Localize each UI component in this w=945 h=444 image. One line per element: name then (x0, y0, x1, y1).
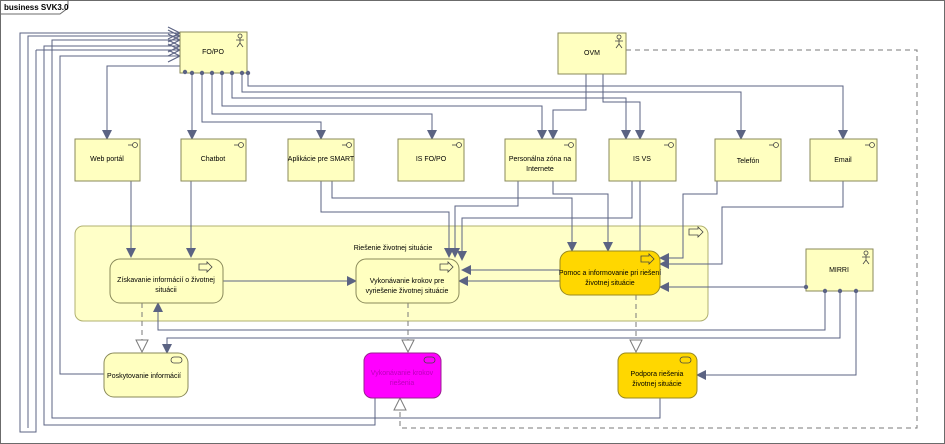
edge-mirri-ziskavanie (153, 291, 826, 331)
fopo-connection-dots (182, 69, 251, 76)
frame-tab (0, 0, 69, 15)
interface-isfopo-label: IS FO/PO (416, 156, 447, 163)
service-icon (170, 356, 183, 364)
edge-isvs-vykonavanie (457, 181, 633, 261)
interface-isvs-label: IS VS (633, 156, 651, 163)
edge-mirri-podpora (696, 291, 857, 380)
interface-apps-label: Aplikácie pre SMART (288, 156, 355, 163)
process-ziskavanie-label-1: Získavanie informácií o životnej (117, 277, 215, 284)
edge-mirri-poskytovanie (162, 291, 841, 354)
interface-pz-label-2: Internete (526, 166, 554, 173)
process-vykonavanie[interactable]: Vykonávanie krokov pre vyriešenie životn… (355, 258, 460, 304)
interface-web-label: Web portál (90, 156, 124, 163)
edge-fopo-telefon (241, 73, 746, 140)
edge-fopo-isvs (231, 73, 631, 140)
edge-fopo-isfopo (211, 73, 437, 140)
interface-web[interactable]: Web portál (74, 138, 141, 182)
edge-ovm-pz (548, 74, 587, 140)
actor-icon (862, 250, 870, 265)
interface-telefon-label: Telefón (737, 158, 760, 165)
service-magenta[interactable]: Vykonávanie krokov riešenia (363, 352, 442, 399)
service-magenta-label-2: riešenia (390, 380, 415, 387)
service-poskytovanie-label: Poskytovanie informácií (107, 373, 181, 380)
interface-email[interactable]: Email (809, 138, 878, 182)
realize-ovm-magenta (400, 49, 918, 429)
interface-email-label: Email (834, 157, 852, 164)
mirri-connection-dots (803, 284, 859, 294)
interface-telefon[interactable]: Telefón (714, 138, 782, 182)
interface-icon (234, 142, 244, 148)
interface-chatbot-label: Chatbot (201, 156, 226, 163)
process-icon (198, 261, 213, 273)
interface-apps[interactable]: Aplikácie pre SMART (287, 138, 355, 182)
interface-icon (865, 142, 875, 148)
actor-icon (236, 33, 244, 48)
service-poskytovanie[interactable]: Poskytovanie informácií (103, 352, 189, 398)
process-ziskavanie[interactable]: Získavanie informácií o životnej situáci… (109, 258, 224, 304)
edge-fopo-loop-base (20, 50, 37, 433)
interface-isvs[interactable]: IS VS (608, 138, 677, 182)
actor-mirri[interactable]: MIRRI (803, 248, 874, 294)
interface-icon (452, 142, 462, 148)
edge-fopo-apps (201, 73, 326, 140)
service-icon (679, 356, 692, 364)
interface-isfopo[interactable]: IS FO/PO (397, 138, 465, 182)
interface-pz-label-1: Personálna zóna na (509, 156, 571, 163)
edge-apps-pomoc (331, 181, 577, 252)
process-ziskavanie-label-2: situácii (155, 287, 177, 294)
interface-icon (128, 142, 138, 148)
edge-fopo-loop-2 (27, 36, 180, 428)
interface-chatbot[interactable]: Chatbot (180, 138, 247, 182)
service-podpora-label-2: životnej situácie (632, 381, 682, 388)
edge-pz-pomoc (552, 181, 613, 252)
process-vykonavanie-label-1: Vykonávanie krokov pre (370, 278, 445, 285)
actor-icon (615, 34, 623, 49)
actor-fopo-label: FO/PO (202, 49, 224, 56)
edge-podpora-fopo (51, 40, 661, 419)
edge-fopo-pz (221, 73, 547, 140)
interface-icon (564, 142, 574, 148)
edge-email-pomoc (659, 181, 844, 269)
process-vykonavanie-label-2: vyriešenie životnej situácie (366, 288, 449, 295)
interface-icon (769, 142, 779, 148)
actor-ovm[interactable]: OVM (557, 32, 627, 75)
edge-telefon-pomoc (659, 181, 718, 263)
actor-ovm-label: OVM (584, 50, 600, 57)
process-pomoc-label-1: Pomoc a informovanie pri riešení (559, 270, 661, 277)
process-icon (439, 261, 454, 273)
interface-pz[interactable]: Personálna zóna na Internete (504, 138, 577, 182)
edge-poskytovanie-fopo (59, 56, 180, 375)
service-magenta-label-1: Vykonávanie krokov (371, 370, 434, 377)
service-podpora[interactable]: Podpora riešenia životnej situácie (617, 352, 698, 399)
actor-mirri-label: MIRRI (829, 267, 849, 274)
service-podpora-label-1: Podpora riešenia (631, 371, 684, 378)
process-pomoc[interactable]: Pomoc a informovanie pri riešení životne… (559, 250, 661, 296)
interface-icon (664, 142, 674, 148)
process-icon (640, 253, 655, 265)
service-icon (423, 356, 436, 364)
edge-apps-vykonavanie (320, 181, 454, 258)
actor-fopo[interactable]: FO/PO (179, 31, 251, 76)
process-pomoc-label-2: životnej situácie (585, 280, 635, 287)
edge-pz-vykonavanie (450, 181, 519, 258)
edge-fopo-email (247, 73, 848, 140)
frame-title: business SVK3.0 (4, 3, 69, 12)
process-icon (688, 226, 704, 238)
process-group-label: Riešenie životnej situácie (354, 245, 433, 252)
interface-icon (342, 142, 352, 148)
edge-ovm-isvs (602, 74, 645, 140)
edge-magenta-fopo (43, 46, 376, 426)
